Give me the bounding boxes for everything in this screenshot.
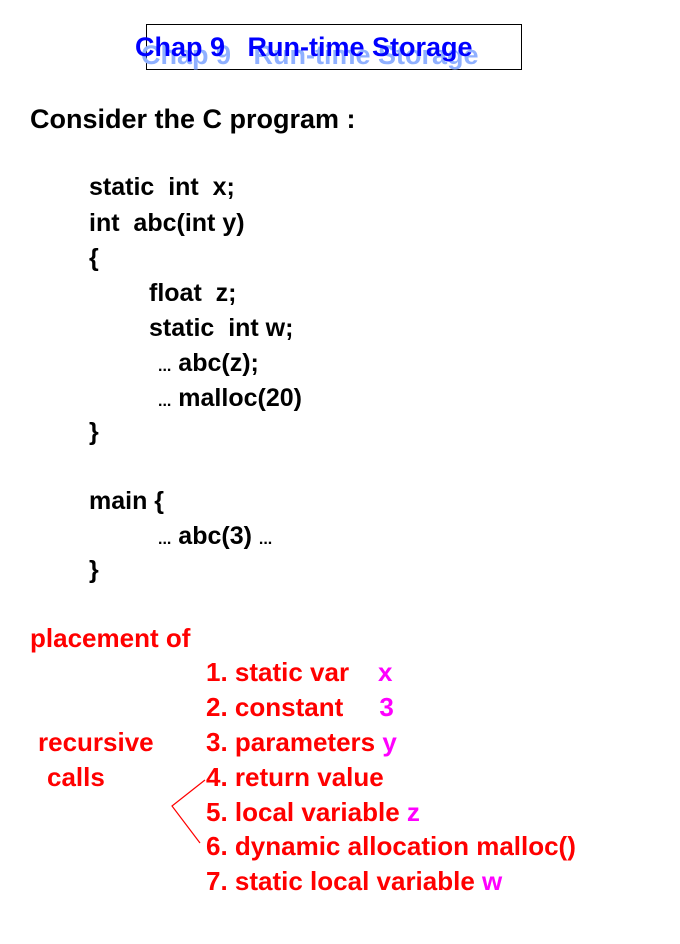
title-box xyxy=(146,24,522,70)
code-line-2: int abc(int y) xyxy=(89,209,245,237)
code-line-7: ... malloc(20) xyxy=(158,386,302,411)
placement-item-6: 6. dynamic allocation malloc() xyxy=(206,831,576,861)
code-line-5: static int w; xyxy=(149,314,294,342)
intro-heading: Consider the C program : xyxy=(30,104,356,134)
bracket-line xyxy=(171,779,206,844)
code-line-10: ... abc(3) ... xyxy=(158,524,272,549)
ellipsis: ... xyxy=(258,531,273,548)
placement-item-3: 3. parameters y xyxy=(206,727,397,757)
code-line-3: { xyxy=(89,244,99,272)
recursive-label: recursive xyxy=(38,727,154,757)
code-line-10-text: abc(3) xyxy=(178,522,252,550)
code-line-9: main { xyxy=(89,487,165,515)
placement-item-7: 7. static local variable w xyxy=(206,866,503,896)
placement-heading: placement of xyxy=(30,623,191,653)
page-title: Chap 9 Run-time Storage xyxy=(135,32,473,62)
ellipsis: ... xyxy=(158,358,172,375)
page-title-shadow: Chap 9 Run-time Storage xyxy=(141,40,479,70)
code-line-7-text: malloc(20) xyxy=(178,384,302,412)
placement-item-4: 4. return value xyxy=(206,762,384,792)
placement-item-2: 2. constant 3 xyxy=(206,692,394,722)
ellipsis: ... xyxy=(158,531,172,548)
calls-label: calls xyxy=(47,762,105,792)
code-line-4: float z; xyxy=(149,279,237,307)
code-line-8: } xyxy=(89,418,99,446)
placement-item-5: 5. local variable z xyxy=(206,797,420,827)
code-line-6-text: abc(z); xyxy=(178,349,259,377)
placement-item-1: 1. static var x xyxy=(206,657,393,687)
code-line-6: ... abc(z); xyxy=(158,351,259,376)
code-line-11: } xyxy=(89,556,99,584)
ellipsis: ... xyxy=(158,393,172,410)
code-line-1: static int x; xyxy=(89,173,235,201)
